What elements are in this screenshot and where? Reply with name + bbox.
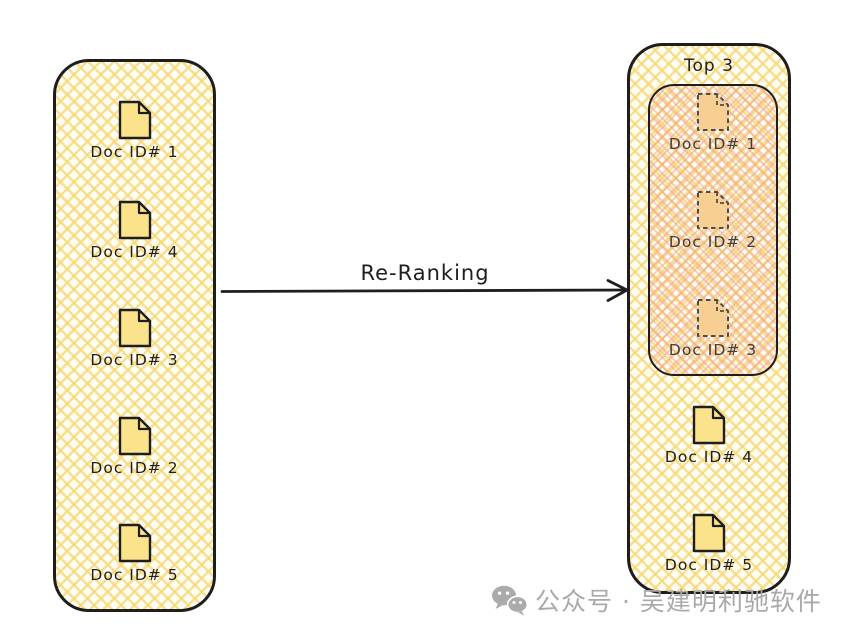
doc-label: Doc ID# 4	[90, 243, 179, 261]
doc-label: Doc ID# 2	[90, 459, 179, 477]
doc-item: Doc ID# 3	[650, 298, 776, 359]
doc-item: Doc ID# 3	[56, 308, 213, 369]
doc-item: Doc ID# 1	[56, 100, 213, 161]
doc-label: Doc ID# 1	[668, 135, 758, 153]
wechat-icon	[492, 585, 528, 615]
doc-item: Doc ID# 1	[650, 92, 776, 153]
document-icon-dashed	[697, 93, 729, 131]
doc-item: Doc ID# 2	[650, 190, 776, 251]
re-ranking-arrow	[220, 279, 629, 302]
document-icon	[118, 308, 151, 348]
document-icon	[118, 416, 151, 456]
doc-label: Doc ID# 4	[664, 448, 754, 466]
retrieved-docs-panel: Doc ID# 1 Doc ID# 4 Doc ID# 3 Doc ID# 2	[53, 59, 216, 612]
doc-label: Doc ID# 1	[90, 143, 179, 161]
document-icon	[118, 100, 151, 140]
document-icon	[118, 200, 151, 240]
document-icon-dashed	[697, 191, 729, 229]
doc-item: Doc ID# 4	[630, 405, 788, 466]
doc-label: Doc ID# 5	[664, 556, 754, 574]
document-icon	[692, 405, 726, 445]
top3-title: Top 3	[684, 56, 734, 76]
document-icon-dashed	[697, 299, 729, 337]
doc-label: Doc ID# 5	[90, 566, 179, 584]
doc-item: Doc ID# 5	[630, 513, 788, 574]
doc-label: Doc ID# 3	[90, 351, 179, 369]
top3-box: Doc ID# 1 Doc ID# 2 Doc ID# 3	[648, 84, 778, 376]
watermark-text: 公众号 · 吴建明利驰软件	[535, 587, 822, 616]
doc-item: Doc ID# 4	[56, 200, 213, 261]
doc-item: Doc ID# 2	[56, 416, 213, 477]
reranked-docs-panel: Top 3 Doc ID# 1 Doc ID# 2	[627, 43, 791, 594]
document-icon	[118, 523, 151, 563]
arrow-label: Re-Ranking	[360, 261, 490, 285]
doc-label: Doc ID# 2	[668, 233, 758, 251]
doc-item: Doc ID# 5	[56, 523, 213, 584]
watermark: 公众号 · 吴建明利驰软件	[491, 582, 822, 618]
doc-label: Doc ID# 3	[668, 341, 758, 359]
document-icon	[692, 513, 726, 553]
